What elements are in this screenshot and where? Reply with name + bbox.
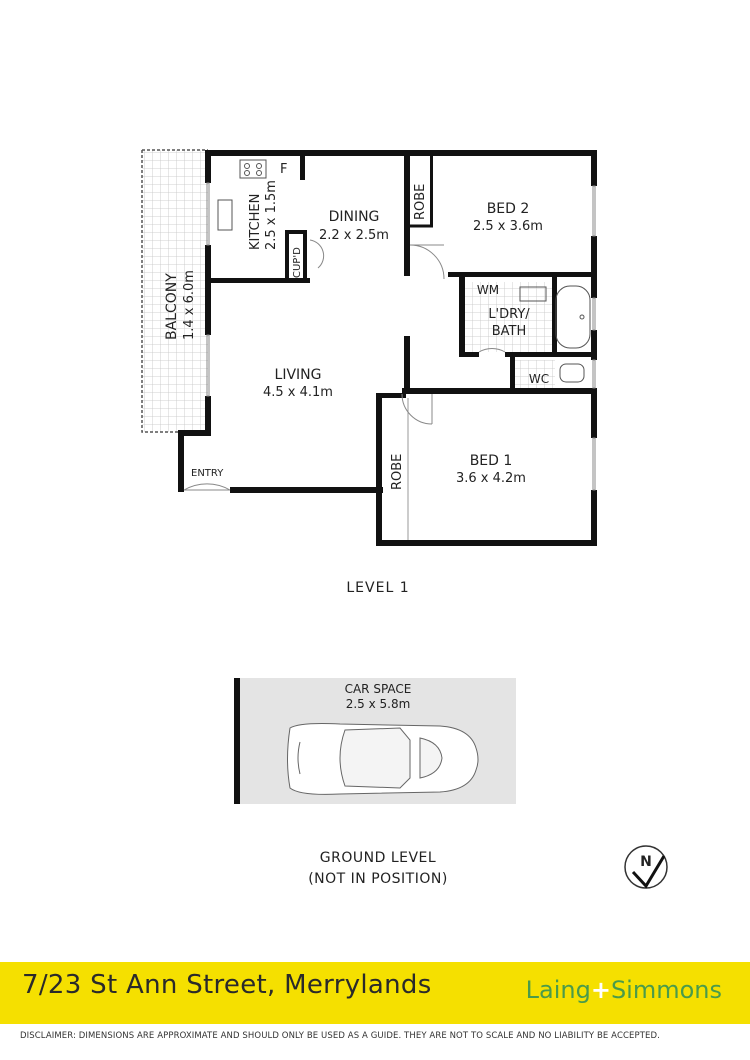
wc-label: WC [529,372,549,386]
bed2-name: BED 2 [487,201,530,217]
balcony-area [141,149,208,433]
footer-bar: 7/23 St Ann Street, Merrylands Laing+Sim… [0,962,750,1024]
windows [206,182,596,491]
walls [178,150,597,546]
living-size: 4.5 x 4.1m [263,385,333,400]
entry-label: ENTRY [191,468,224,479]
disclaimer-text: DISCLAIMER: DIMENSIONS ARE APPROXIMATE A… [20,1031,660,1041]
cupboard-label: CUP'D [292,247,303,278]
brand-name-left: Laing [525,976,591,1004]
floor-plan: KITCHEN 2.5 x 1.5m F CUP'D DINING 2.2 x … [141,149,668,889]
toilet [559,363,585,383]
car-icon [287,723,479,795]
brand-plus-icon: + [590,976,611,1004]
brand-logo: Laing+Simmons [526,976,722,1004]
bed1-name: BED 1 [470,453,513,469]
property-address: 7/23 St Ann Street, Merrylands [22,970,432,1000]
robe-bed2-label: ROBE [413,184,428,220]
fridge-label: F [280,162,287,177]
balcony-size: 1.4 x 6.0m [182,270,197,340]
laundry-line1: L'DRY/ [488,307,530,322]
wc-tiles [515,360,555,388]
kitchen-size: 2.5 x 1.5m [264,180,279,250]
brand-name-right: Simmons [610,976,722,1004]
living-name: LIVING [275,367,322,383]
ground-level-line2: (NOT IN POSITION) [308,871,448,887]
north-compass-icon: N [624,845,668,889]
dining-size: 2.2 x 2.5m [319,228,389,243]
car-space-name: CAR SPACE [345,682,412,696]
ground-level-line1: GROUND LEVEL [320,850,436,866]
robe-bed1-label: ROBE [390,454,405,490]
bed1-size: 3.6 x 4.2m [456,471,526,486]
dining-name: DINING [329,209,380,225]
kitchen-fixtures [217,159,267,231]
doors [183,239,506,491]
kitchen-name: KITCHEN [248,194,263,250]
room-labels: KITCHEN 2.5 x 1.5m F CUP'D DINING 2.2 x … [164,162,549,490]
bathtub [519,285,591,349]
bed2-size: 2.5 x 3.6m [473,219,543,234]
laundry-line2: BATH [492,324,527,339]
laundry-tiles [465,282,555,352]
wm-label: WM [477,283,499,297]
balcony-name: BALCONY [164,273,180,340]
level1-label: LEVEL 1 [346,580,409,596]
car-space: CAR SPACE 2.5 x 5.8m [234,678,516,804]
car-space-size: 2.5 x 5.8m [346,697,411,711]
compass-letter: N [640,854,652,870]
